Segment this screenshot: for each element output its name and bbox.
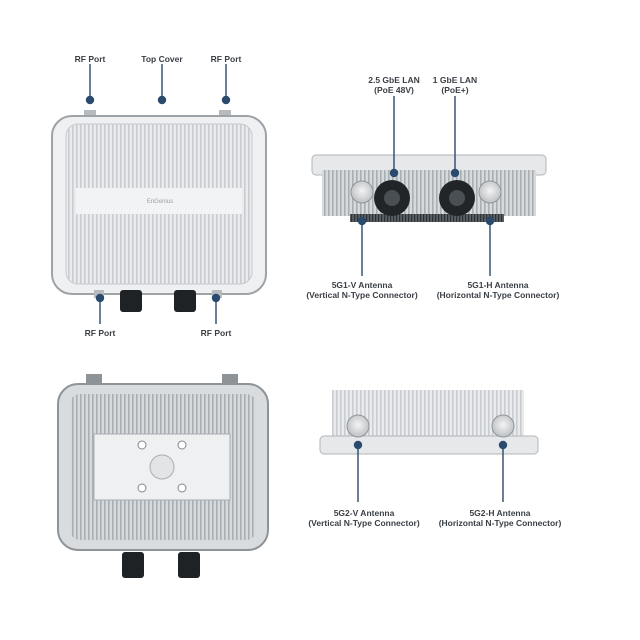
5g1-h-n-connector <box>478 180 502 204</box>
rf-port-bottom-left-label: RF Port <box>84 328 116 338</box>
front-label-band <box>76 188 242 214</box>
5g1-h-line2: (Horizontal N-Type Connector) <box>436 290 560 300</box>
top-cover-label: Top Cover <box>141 54 183 64</box>
front-cable-gland-left <box>120 290 142 312</box>
5g2-v-line1: 5G2-V Antenna <box>333 508 395 518</box>
5g2-v-label: 5G2-V Antenna (Vertical N-Type Connector… <box>300 508 428 528</box>
rear-view <box>57 374 269 578</box>
lan-1-line2: (PoE+) <box>441 85 469 95</box>
bottom-edge-view-top <box>311 154 547 222</box>
lan-2-5-line1: 2.5 GbE LAN <box>368 75 420 85</box>
5g2-h-label: 5G2-H Antenna (Horizontal N-Type Connect… <box>430 508 570 528</box>
brand-logo-text: EnGenius <box>147 199 173 205</box>
front-cable-gland-right <box>174 290 196 312</box>
5g1-v-label: 5G1-V Antenna (Vertical N-Type Connector… <box>298 280 426 300</box>
callout-lines <box>85 64 508 502</box>
lan-1-line1: 1 GbE LAN <box>432 75 478 85</box>
lan-2-5-label: 2.5 GbE LAN (PoE 48V) <box>354 75 434 95</box>
rear-cable-gland-left <box>122 552 144 578</box>
edge-top-heatsink-dark <box>350 214 504 222</box>
edge-bottom-lid <box>319 435 539 455</box>
lan-2-5-line2: (PoE 48V) <box>374 85 414 95</box>
rf-port-bottom-right-label: RF Port <box>200 328 232 338</box>
rear-cable-gland-right <box>178 552 200 578</box>
5g1-v-line2: (Vertical N-Type Connector) <box>306 290 418 300</box>
top-edge-view-bottom <box>319 390 539 455</box>
lan-1-label: 1 GbE LAN (PoE+) <box>420 75 490 95</box>
5g1-h-line1: 5G1-H Antenna <box>467 280 529 290</box>
5g1-v-n-connector <box>350 180 374 204</box>
5g2-v-line2: (Vertical N-Type Connector) <box>308 518 420 528</box>
rf-port-top-left-label: RF Port <box>74 54 106 64</box>
5g2-h-line1: 5G2-H Antenna <box>469 508 531 518</box>
front-view <box>51 110 267 312</box>
5g2-h-line2: (Horizontal N-Type Connector) <box>438 518 562 528</box>
5g2-h-n-connector <box>491 414 515 438</box>
5g1-v-line1: 5G1-V Antenna <box>331 280 393 290</box>
5g2-v-n-connector <box>346 414 370 438</box>
5g1-h-label: 5G1-H Antenna (Horizontal N-Type Connect… <box>428 280 568 300</box>
rf-port-top-right-label: RF Port <box>210 54 242 64</box>
